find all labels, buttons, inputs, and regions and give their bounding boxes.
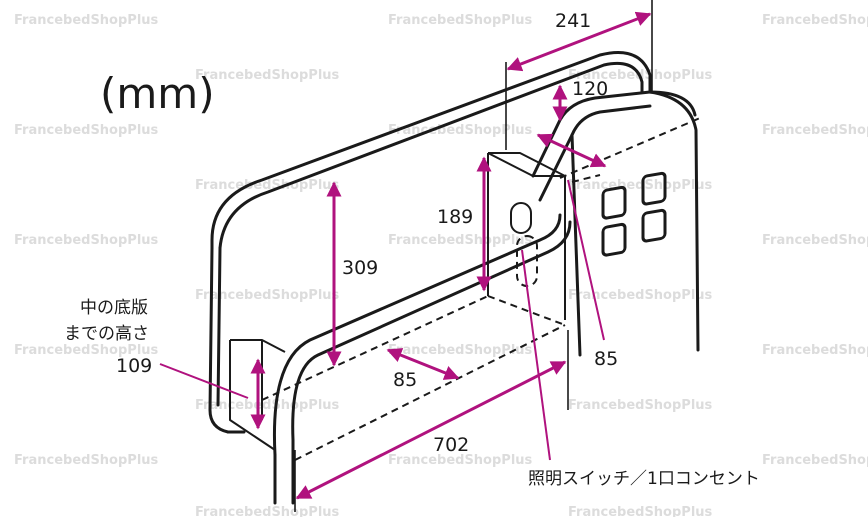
watermark-text: FrancebedShopPlus	[762, 123, 868, 138]
watermark-text: FrancebedShopPlus	[195, 505, 340, 517]
watermark-text: FrancebedShopPlus	[388, 13, 533, 28]
watermark-text: FrancebedShopPlus	[762, 453, 868, 468]
watermark-text: FrancebedShopPlus	[762, 13, 868, 28]
watermark-text: FrancebedShopPlus	[14, 343, 159, 358]
watermark-text: FrancebedShopPlus	[762, 233, 868, 248]
watermark-text: FrancebedShopPlus	[195, 288, 340, 303]
dim-label-base-height: 109	[116, 355, 152, 377]
unit-label: (mm)	[100, 69, 215, 118]
dim-label-board-height: 309	[342, 257, 378, 279]
dimension-lines	[159, 0, 653, 512]
dim-label-total-width: 702	[433, 434, 469, 456]
watermark-text: FrancebedShopPlus	[195, 178, 340, 193]
dim-label-width-top: 241	[555, 10, 591, 32]
watermark-text: FrancebedShopPlus	[762, 343, 868, 358]
dim-label-depth-top: 120	[572, 78, 608, 100]
dim-label-front-depth: 85	[393, 369, 417, 391]
watermark-text: FrancebedShopPlus	[388, 343, 533, 358]
note-switch-outlet: 照明スイッチ／1口コンセント	[528, 469, 760, 489]
watermark-text: FrancebedShopPlus	[568, 288, 713, 303]
watermark-text: FrancebedShopPlus	[568, 398, 713, 413]
note-base-height-line1: 中の底版	[80, 298, 148, 318]
watermark-text: FrancebedShopPlus	[195, 68, 340, 83]
watermark-text: FrancebedShopPlus	[14, 13, 159, 28]
watermark-text: FrancebedShopPlus	[568, 505, 713, 517]
dim-label-shelf-height: 189	[437, 206, 473, 228]
watermark-text: FrancebedShopPlus	[388, 233, 533, 248]
dim-label-side-depth: 85	[594, 348, 618, 370]
watermark-text: FrancebedShopPlus	[14, 123, 159, 138]
note-base-height-line2: までの高さ	[64, 324, 149, 344]
watermark-text: FrancebedShopPlus	[568, 178, 713, 193]
watermark-text: FrancebedShopPlus	[14, 233, 159, 248]
watermark-text: FrancebedShopPlus	[14, 453, 159, 468]
headboard-body	[208, 51, 701, 505]
